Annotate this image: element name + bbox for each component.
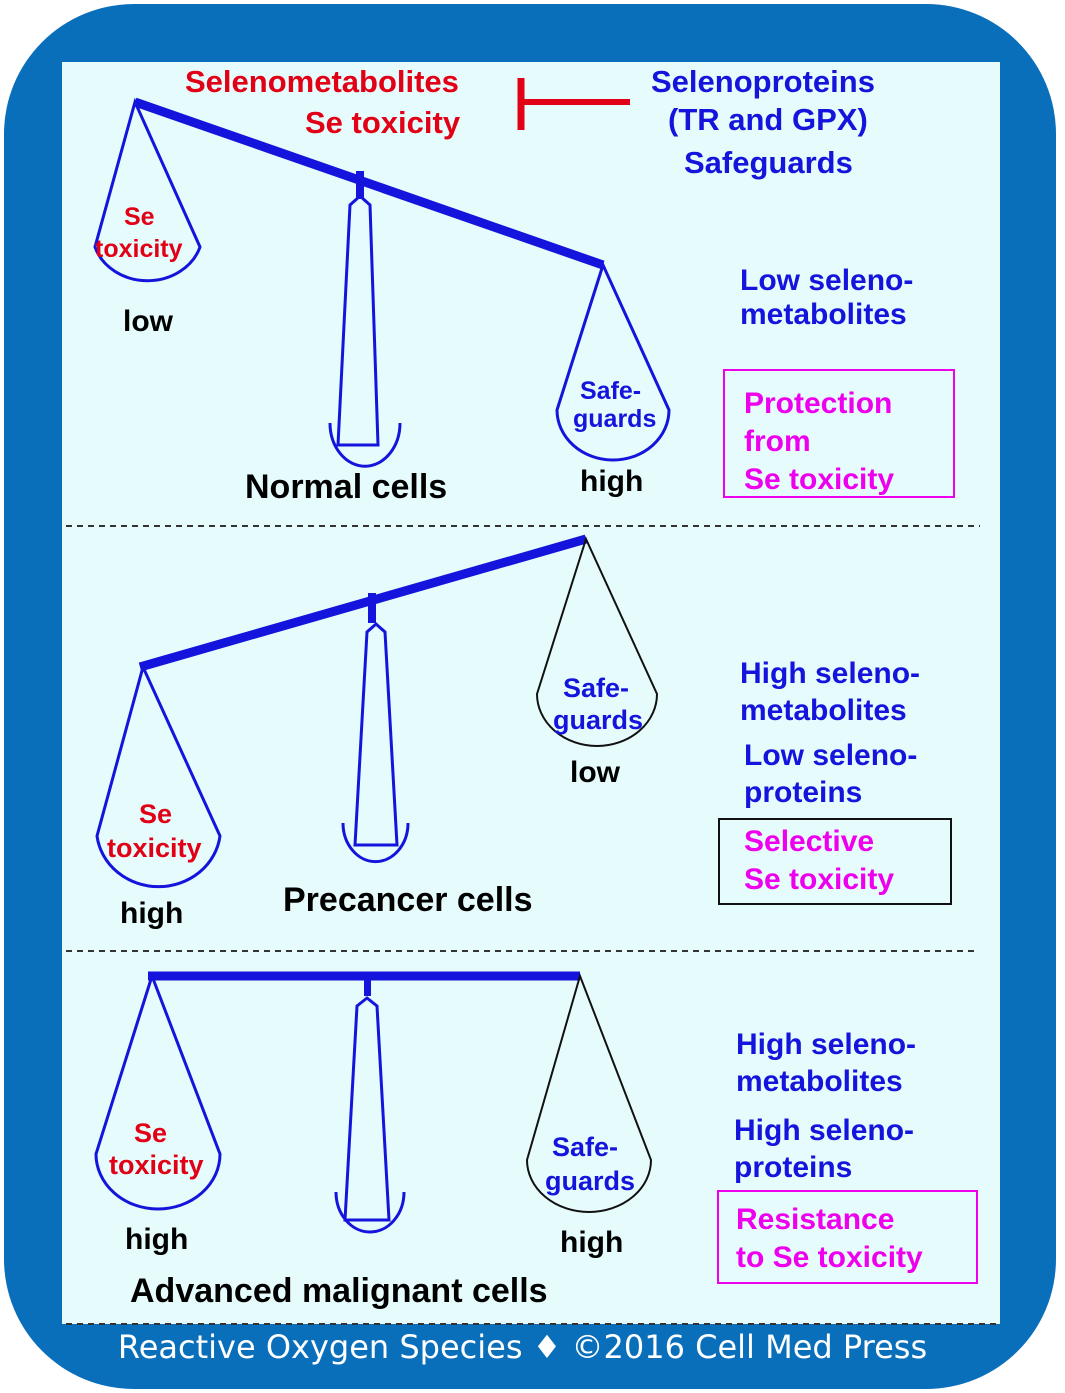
right-level-label: high — [560, 1226, 624, 1259]
pan-label-guards: guards — [573, 405, 657, 433]
figure-panel — [62, 62, 1000, 1324]
outcome-line: Selective — [744, 825, 875, 858]
outcome-line: Resistance — [736, 1203, 895, 1236]
outcome-line: Se toxicity — [744, 863, 895, 896]
pan-label-guards: guards — [553, 705, 644, 735]
description-line: High seleno- — [734, 1114, 915, 1147]
scale-precancer — [95, 534, 659, 889]
pan-label-safe: Safe- — [552, 1132, 619, 1162]
tr-gpx-label: (TR and GPX) — [668, 102, 868, 137]
outcome-box-3 — [717, 1190, 978, 1284]
pan-label-toxicity: toxicity — [95, 235, 183, 263]
selenometabolites-label: Selenometabolites — [185, 64, 459, 99]
right-level-label: high — [580, 465, 644, 498]
description-line: High seleno- — [740, 657, 921, 690]
description-line: metabolites — [736, 1065, 903, 1098]
panel-title-malignant: Advanced malignant cells — [130, 1272, 548, 1310]
description-line: metabolites — [740, 694, 907, 727]
left-level-label: low — [123, 305, 173, 338]
safeguards-label: Safeguards — [684, 145, 853, 180]
scale-malignant — [94, 971, 653, 1234]
inhibition-arrow — [517, 78, 630, 130]
copyright-footer: Reactive Oxygen Species ♦ ©2016 Cell Med… — [117, 1328, 928, 1366]
outcome-line: from — [744, 425, 811, 458]
outcome-box-2 — [718, 818, 952, 905]
outcome-line: Se toxicity — [744, 463, 895, 496]
pan-label-toxicity: toxicity — [109, 1150, 204, 1180]
right-level-label: low — [570, 756, 620, 789]
left-level-label: high — [120, 897, 184, 930]
outcome-box-1 — [723, 369, 955, 498]
pan-label-se: Se — [139, 799, 173, 829]
description-line: Low seleno- — [744, 739, 918, 772]
pan-label-safe: Safe- — [580, 377, 642, 405]
description-line: metabolites — [740, 298, 907, 331]
selenoproteins-label: Selenoproteins — [651, 64, 875, 99]
pan-label-guards: guards — [545, 1166, 636, 1196]
left-level-label: high — [125, 1223, 189, 1256]
pan-label-se: Se — [124, 203, 155, 231]
outcome-line: to Se toxicity — [736, 1241, 923, 1274]
description-line: proteins — [744, 776, 863, 809]
outcome-line: Protection — [744, 387, 893, 420]
pan-label-toxicity: toxicity — [107, 833, 202, 863]
pan-label-safe: Safe- — [563, 673, 630, 703]
pan-label-se: Se — [134, 1118, 168, 1148]
description-line: Low seleno- — [740, 264, 914, 297]
scale-normal — [93, 97, 671, 468]
description-line: proteins — [734, 1151, 853, 1184]
se-toxicity-label: Se toxicity — [305, 105, 461, 140]
panel-title-normal: Normal cells — [245, 468, 448, 506]
panel-title-precancer: Precancer cells — [283, 881, 533, 919]
description-line: High seleno- — [736, 1028, 917, 1061]
